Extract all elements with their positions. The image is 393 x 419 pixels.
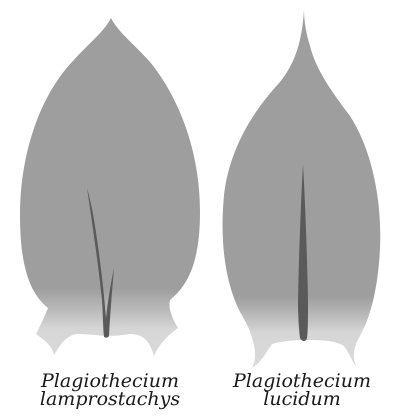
leaf-lamprostachys — [20, 18, 200, 356]
leaf-lucidum — [223, 10, 381, 368]
caption-lucidum-species: lucidum — [217, 390, 387, 408]
caption-lamprostachys: Plagiothecium lamprostachys — [25, 372, 195, 408]
caption-lucidum: Plagiothecium lucidum — [217, 372, 387, 408]
caption-lamprostachys-species: lamprostachys — [25, 390, 195, 408]
